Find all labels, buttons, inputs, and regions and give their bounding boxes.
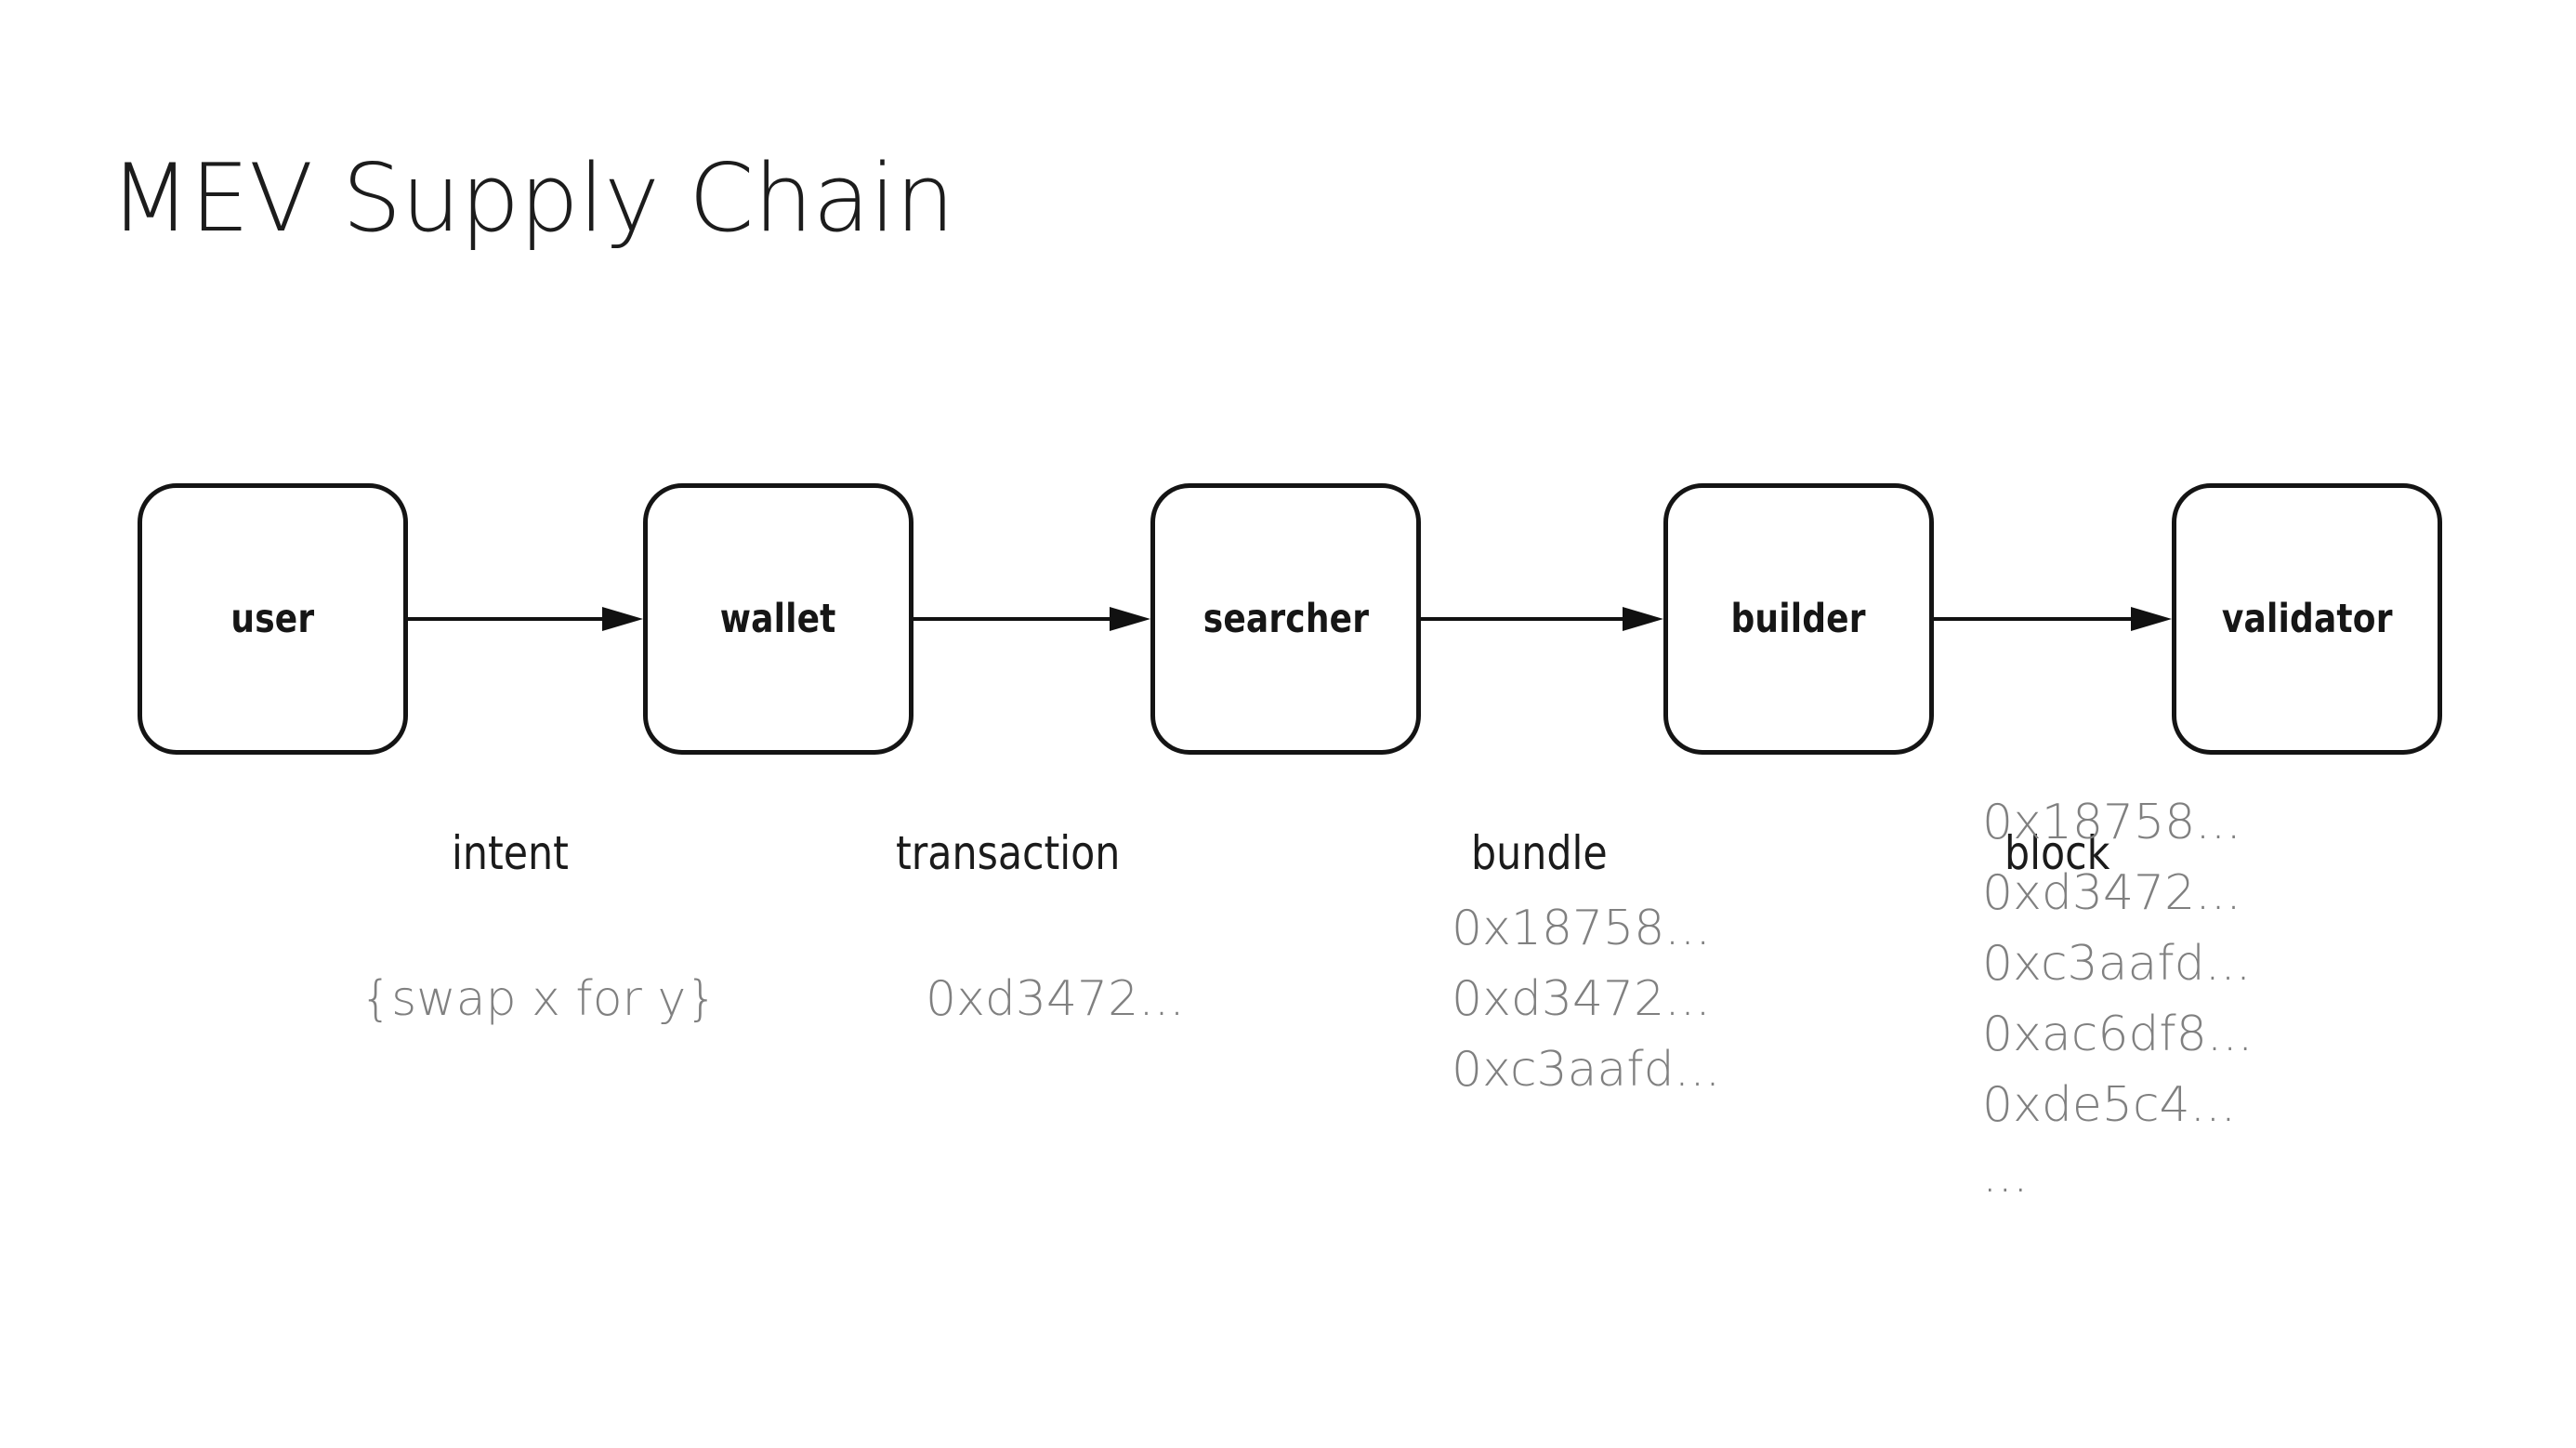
node-label: builder: [1730, 596, 1867, 642]
payload-item: 0xde5c4...: [1982, 1077, 2237, 1133]
payload-item: 0xc3aafd...: [1452, 1042, 1721, 1098]
node-label: validator: [2221, 596, 2393, 642]
arrow-builder-to-validator: [1934, 607, 2172, 631]
edge-label-block: block: [2004, 826, 2110, 880]
edge-column-intent: intent {swap x for y}: [361, 826, 935, 1027]
node-searcher[interactable]: searcher: [1150, 483, 1421, 755]
page-title: MEV Supply Chain: [110, 143, 954, 253]
arrow-head-icon: [1110, 607, 1150, 631]
payload-item: 0xc3aafd...: [1982, 936, 2252, 992]
arrow-shaft: [408, 617, 604, 621]
arrow-head-icon: [1623, 607, 1663, 631]
node-label: user: [230, 596, 315, 642]
edge-column-bundle: bundle 0x18758... 0xd3472... 0xc3aafd...: [1452, 826, 1954, 1098]
node-label: wallet: [720, 596, 836, 642]
node-label: searcher: [1203, 596, 1369, 642]
payload-list-inner: 0x18758... 0xd3472... 0xc3aafd... 0xac6df8.…: [1982, 787, 2253, 1211]
edge-label-intent: intent: [452, 826, 569, 880]
payload-item: 0xd3472...: [1982, 865, 2241, 921]
edge-label-bundle: bundle: [1471, 826, 1608, 880]
arrow-head-icon: [2131, 607, 2172, 631]
arrow-searcher-to-builder: [1421, 607, 1663, 631]
payload-list-inner: {swap x for y}: [361, 964, 716, 1034]
payload-item: {swap x for y}: [361, 971, 717, 1027]
node-validator[interactable]: validator: [2172, 483, 2442, 755]
node-user[interactable]: user: [138, 483, 408, 755]
payload-item: 0xd3472...: [926, 971, 1185, 1027]
node-wallet[interactable]: wallet: [643, 483, 913, 755]
supply-chain-flow: user wallet searcher builder validator: [138, 483, 2442, 755]
edge-label-transaction: transaction: [896, 826, 1121, 880]
payload-list-inner: 0x18758... 0xd3472... 0xc3aafd...: [1452, 893, 1720, 1105]
payload-list-inner: 0xd3472...: [926, 964, 1185, 1034]
payload-item: 0x18758...: [1452, 901, 1711, 956]
arrow-wallet-to-searcher: [913, 607, 1150, 631]
payload-item: 0xd3472...: [1452, 971, 1711, 1027]
edge-column-transaction: transaction 0xd3472...: [896, 826, 1379, 1027]
arrow-shaft: [1421, 617, 1624, 621]
arrow-user-to-wallet: [408, 607, 643, 631]
arrow-shaft: [913, 617, 1111, 621]
payload-item: ...: [1982, 1148, 2029, 1204]
arrow-head-icon: [602, 607, 643, 631]
arrow-shaft: [1934, 617, 2133, 621]
node-builder[interactable]: builder: [1663, 483, 1934, 755]
payload-item: 0x18758...: [1982, 795, 2241, 850]
payload-item: 0xac6df8...: [1982, 1007, 2254, 1062]
